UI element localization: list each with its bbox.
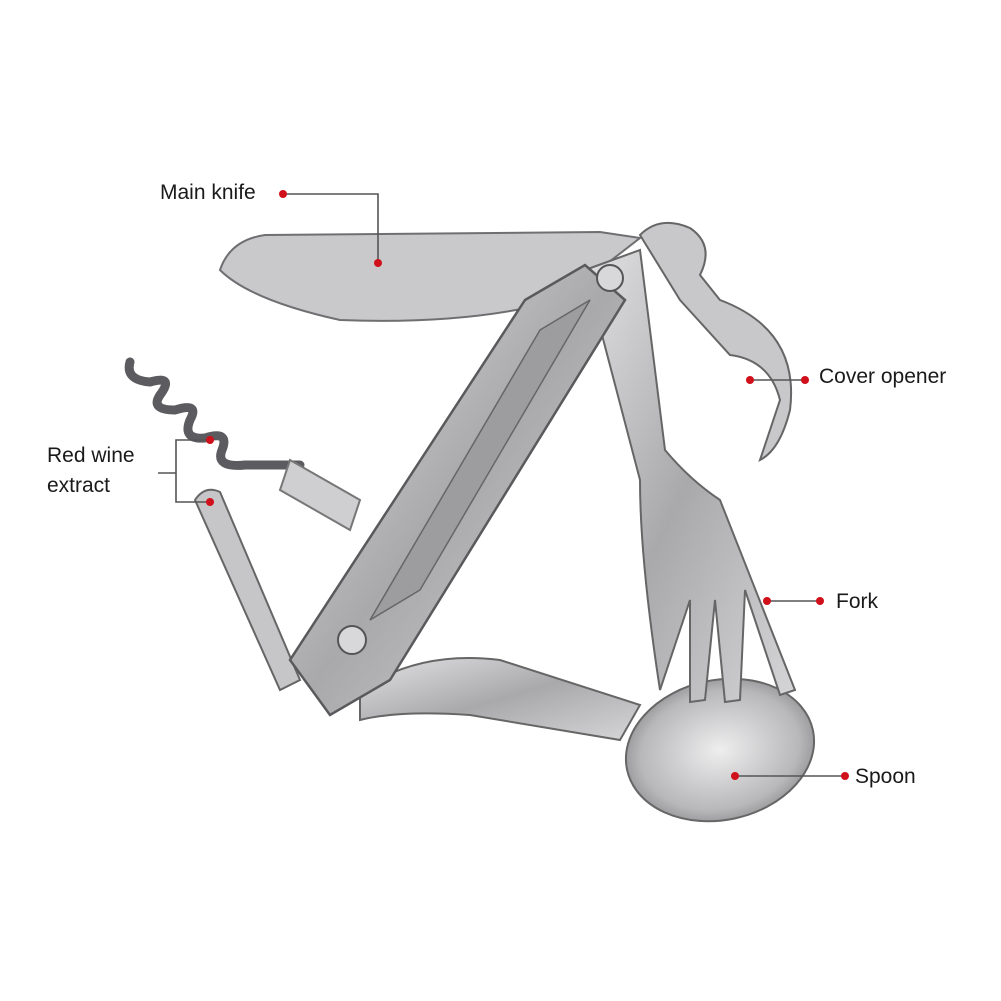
corkscrew-arm <box>278 458 362 532</box>
pivot-screw-bottom <box>337 625 367 655</box>
leader-lines <box>158 193 845 777</box>
corkscrew <box>124 357 305 470</box>
label-fork: Fork <box>836 590 878 613</box>
bottle-lever <box>193 488 302 692</box>
label-red-wine-line1: Red wine <box>47 444 135 467</box>
label-main-knife: Main knife <box>160 181 256 204</box>
fork <box>583 248 797 704</box>
label-spoon: Spoon <box>855 765 916 788</box>
label-red-wine-line2: extract <box>47 474 111 497</box>
pivot-screw-top <box>596 264 624 292</box>
spoon-handle <box>359 657 642 742</box>
label-cover-opener: Cover opener <box>819 365 947 388</box>
cover-opener <box>638 221 793 462</box>
marker-dots <box>206 190 849 780</box>
